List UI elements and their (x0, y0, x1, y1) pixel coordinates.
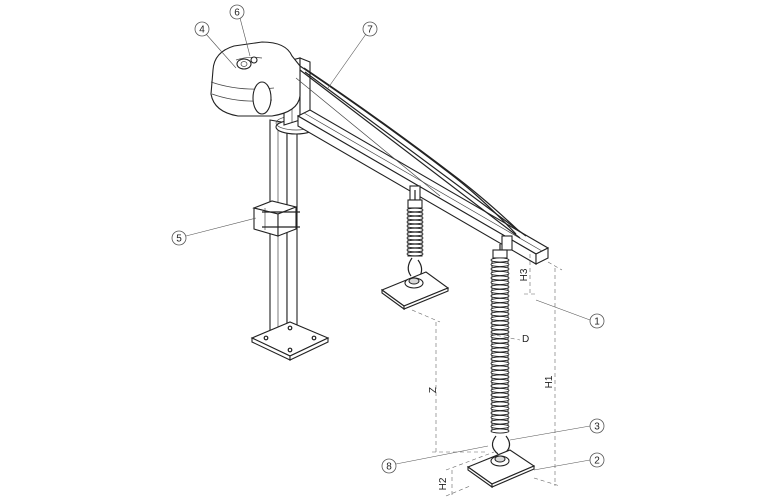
right-tube-rib (490, 401, 510, 407)
left-tube-rib (406, 243, 424, 249)
h2-label: H2 (438, 477, 449, 490)
right-tube-rib (490, 289, 510, 294)
right-tube-rib (490, 307, 510, 312)
callout-6: 6 (229, 4, 245, 20)
right-tube-rib (490, 302, 510, 308)
right-tube-rib (490, 370, 510, 375)
suction-plate-left (380, 271, 450, 311)
blower-housing (210, 41, 301, 117)
z-label: Z (428, 387, 439, 393)
d-label: D (522, 334, 529, 345)
left-tube-rib (406, 207, 424, 213)
callout-6-label: 6 (234, 8, 240, 19)
callout-8: 8 (381, 458, 397, 474)
left-tube-rib (406, 239, 424, 245)
callout-2: 2 (589, 452, 605, 468)
left-tube-rib (406, 219, 424, 225)
left-tube-rib (406, 231, 424, 237)
right-tube-rib (490, 266, 510, 272)
left-tube-rib (406, 247, 424, 253)
right-tube-rib (490, 397, 510, 402)
right-tube-rib (490, 365, 510, 371)
callout-leaders (185, 17, 591, 471)
dimension-h1: H1 (533, 261, 563, 487)
dimension-h3: H3 (519, 254, 538, 295)
right-tube-rib (490, 361, 510, 366)
callout-8-label: 8 (386, 462, 392, 473)
right-tube-rib (490, 406, 510, 411)
right-tube-rib (490, 320, 510, 326)
dimension-d: D (489, 333, 529, 345)
right-tube-rib (490, 262, 510, 267)
left-tube-rib (406, 215, 424, 221)
right-tube-rib (490, 293, 510, 299)
callout-4: 4 (194, 21, 210, 37)
right-tube-rib (490, 419, 510, 425)
dimension-h2: H2 (438, 451, 495, 497)
trolley-right (501, 235, 513, 251)
callout-2-label: 2 (594, 456, 600, 467)
right-tube-rib (490, 388, 510, 393)
right-tube-rib (490, 410, 510, 416)
callout-7: 7 (362, 21, 378, 37)
dimension-z: Z (411, 309, 488, 453)
callout-7-label: 7 (367, 25, 373, 36)
lifting-tube-retracted (406, 190, 424, 277)
callout-4-label: 4 (199, 25, 205, 36)
right-tube-rib (490, 338, 510, 344)
right-tube-rib (490, 316, 510, 321)
right-tube-rib (490, 352, 510, 357)
control-box (252, 200, 300, 237)
callout-5: 5 (171, 230, 187, 246)
right-tube-rib (490, 356, 510, 362)
right-tube-rib (490, 284, 510, 290)
h3-label: H3 (519, 268, 530, 281)
right-tube-rib (490, 275, 510, 281)
left-tube-rib (406, 235, 424, 241)
right-tube-rib (490, 383, 510, 389)
right-tube-rib (490, 343, 510, 348)
right-tube-rib (490, 311, 510, 317)
right-tube-rib (490, 415, 510, 420)
callout-5-label: 5 (176, 234, 182, 245)
lifting-tube-extended (490, 244, 511, 455)
left-tube-rib (406, 227, 424, 233)
callout-3: 3 (589, 418, 605, 434)
tie-rods (295, 65, 527, 239)
left-tube-rib (406, 223, 424, 229)
right-tube-rib (490, 257, 510, 263)
callout-1: 1 (589, 313, 605, 329)
right-tube-rib (490, 329, 510, 335)
right-tube-rib (490, 347, 510, 353)
right-tube-rib (490, 271, 510, 276)
right-tube-rib (490, 374, 510, 380)
right-tube-rib (490, 325, 510, 330)
callout-1-label: 1 (594, 317, 600, 328)
left-tube-rib (406, 251, 424, 257)
right-tube-rib (490, 428, 510, 434)
right-tube-rib (490, 280, 510, 285)
right-tube-rib (490, 379, 510, 384)
right-tube-rib (490, 424, 510, 429)
right-tube-rib (490, 334, 510, 339)
callout-3-label: 3 (594, 422, 600, 433)
left-tube-rib (406, 211, 424, 217)
base-plate (250, 321, 330, 361)
right-tube-rib (490, 298, 510, 303)
suction-plate-right (466, 449, 536, 489)
right-tube-rib (490, 392, 510, 398)
h1-label: H1 (544, 375, 555, 388)
